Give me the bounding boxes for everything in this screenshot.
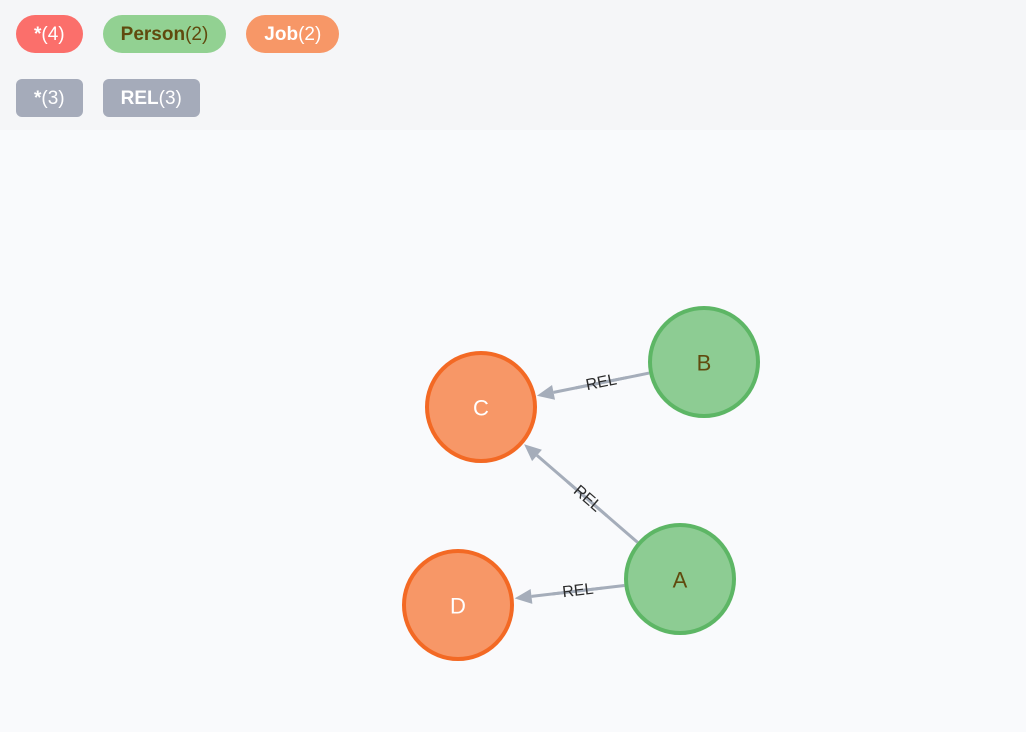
- graph-edge[interactable]: REL: [536, 371, 650, 400]
- graph-node-c[interactable]: C: [425, 351, 537, 463]
- legend-chip-rel[interactable]: REL(3): [102, 79, 200, 117]
- legend-chip-label: REL: [120, 87, 159, 109]
- node-layer: B C A D: [402, 306, 760, 661]
- edge-label: REL: [584, 371, 618, 394]
- legend-chip-person[interactable]: Person(2): [102, 15, 227, 53]
- node-label-chip-row: *(4) Person(2) Job(2): [16, 15, 1026, 53]
- legend-chip-all-relationships[interactable]: *(3): [16, 79, 83, 117]
- legend-panel: *(4) Person(2) Job(2) *(3) REL(3): [0, 0, 1026, 130]
- legend-chip-label: *: [34, 87, 42, 109]
- node-label: B: [697, 351, 712, 376]
- legend-chip-count: (2): [298, 23, 322, 45]
- legend-chip-count: (2): [185, 23, 209, 45]
- legend-chip-label: *: [34, 23, 42, 45]
- legend-chip-job[interactable]: Job(2): [246, 15, 340, 53]
- node-circle: [648, 306, 760, 418]
- edge-line: [531, 586, 604, 598]
- graph-canvas[interactable]: REL REL REL B C A D: [0, 130, 1026, 732]
- legend-chip-count: (4): [41, 23, 65, 45]
- legend-chip-all-labels[interactable]: *(4): [16, 15, 83, 53]
- node-circle: [402, 549, 514, 661]
- legend-chip-label: Job: [264, 23, 299, 45]
- node-label: A: [673, 568, 688, 593]
- legend-chip-label: Person: [120, 23, 186, 45]
- graph-node-d[interactable]: D: [402, 549, 514, 661]
- edge-line: [536, 454, 608, 518]
- node-label: C: [473, 396, 489, 421]
- graph-node-b[interactable]: B: [648, 306, 760, 418]
- graph-edge[interactable]: REL: [514, 581, 625, 604]
- edge-label: REL: [561, 581, 594, 602]
- graph-node-a[interactable]: A: [624, 523, 736, 635]
- relationship-type-chip-row: *(3) REL(3): [16, 79, 1026, 117]
- node-circle: [624, 523, 736, 635]
- edge-line: [553, 376, 628, 394]
- legend-chip-count: (3): [158, 87, 182, 109]
- edge-arrowhead: [536, 385, 556, 400]
- node-circle: [425, 351, 537, 463]
- node-label: D: [450, 594, 466, 619]
- edge-arrowhead: [524, 444, 542, 462]
- edge-arrowhead: [514, 588, 533, 604]
- graph-svg: REL REL REL B C A D: [402, 306, 760, 661]
- graph-edge[interactable]: REL: [524, 444, 639, 544]
- legend-chip-count: (3): [41, 87, 65, 109]
